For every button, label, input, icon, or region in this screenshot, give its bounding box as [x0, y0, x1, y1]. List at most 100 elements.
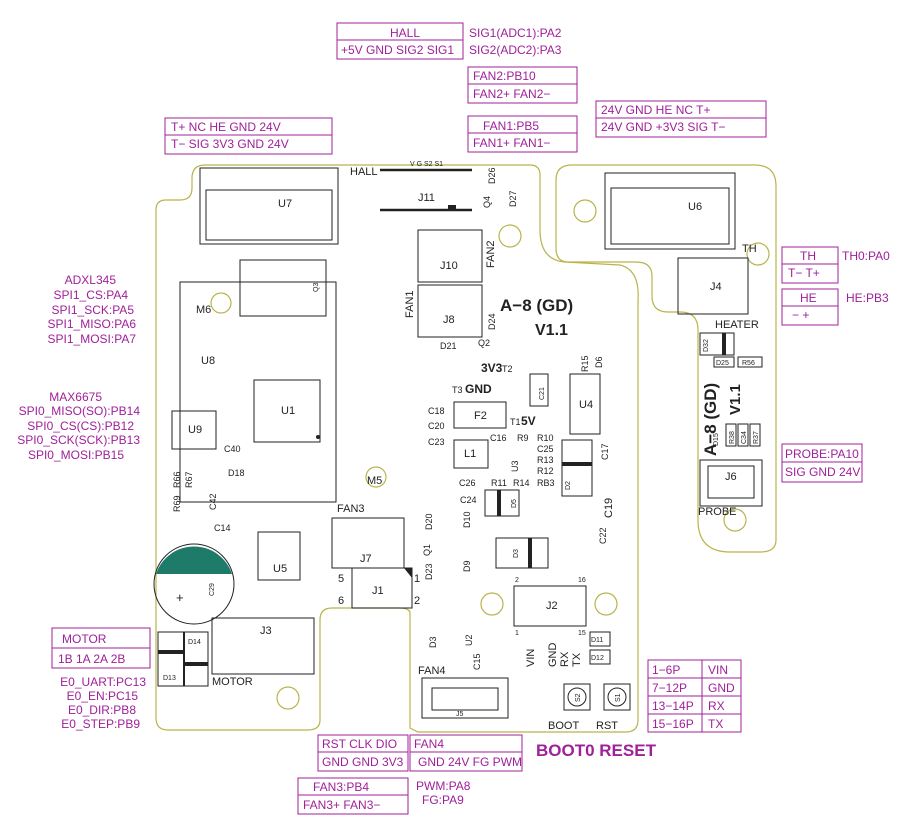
svg-text:C22: C22 [598, 527, 608, 544]
svg-text:C20: C20 [428, 421, 445, 431]
svg-text:FAN2+ FAN2−: FAN2+ FAN2− [473, 87, 550, 101]
svg-text:R12: R12 [537, 466, 554, 476]
svg-text:SPI1_SCK:PA5: SPI1_SCK:PA5 [52, 303, 135, 317]
svg-text:U6: U6 [688, 201, 702, 213]
svg-text:C23: C23 [428, 437, 445, 447]
svg-text:GND 24V FG PWM: GND 24V FG PWM [418, 755, 522, 769]
c21-capacitor: C21 [529, 373, 549, 407]
svg-text:E0_DIR:PB8: E0_DIR:PB8 [68, 703, 136, 717]
svg-text:C19: C19 [603, 498, 615, 518]
hall-silk: HALL [350, 166, 378, 178]
hall-label-box: HALL +5V GND SIG2 SIG1 [336, 22, 464, 60]
svg-text:R14: R14 [513, 478, 530, 488]
he-label-box: HE − + [781, 288, 839, 326]
th-label-box: TH T− T+ [781, 246, 839, 284]
mount-hole [210, 292, 232, 314]
u7-label-box: T+ NC HE GND 24V T− SIG 3V3 GND 24V [164, 117, 333, 155]
svg-text:R11: R11 [491, 478, 507, 488]
u5-chip: U5 [257, 531, 301, 581]
svg-text:FAN3+ FAN3−: FAN3+ FAN3− [303, 798, 380, 812]
fan4-pwm-note: PWM:PA8 [416, 779, 471, 793]
svg-text:PROBE:PA10: PROBE:PA10 [785, 447, 859, 461]
svg-text:T− T+: T− T+ [788, 266, 820, 280]
svg-text:J3: J3 [260, 625, 272, 637]
svg-text:7−12P: 7−12P [652, 681, 687, 695]
rail-gnd: GND [465, 382, 492, 396]
svg-text:1−6P: 1−6P [652, 663, 680, 677]
svg-text:C15: C15 [472, 653, 482, 670]
f2-fuse: F2 [453, 401, 507, 429]
tx-silk: TX [571, 652, 583, 667]
j2-pinout-table: 1−6P VIN 7−12P GND 13−14P RX 15−16P TX [647, 659, 742, 733]
boot-button[interactable]: S2 [563, 683, 591, 711]
svg-text:E0_EN:PC15: E0_EN:PC15 [67, 689, 139, 703]
svg-text:D25: D25 [716, 360, 729, 367]
svg-text:2: 2 [414, 595, 420, 607]
small-part-labels: C40 C18 C20 C23 C16 R9 R10 C25 R13 R12 R… [172, 167, 615, 670]
svg-text:U1: U1 [281, 405, 295, 417]
svg-text:FAN3:PB4: FAN3:PB4 [313, 780, 369, 794]
svg-text:6: 6 [338, 595, 344, 607]
probe-silk: PROBE [698, 506, 737, 518]
sub-board-outline [555, 164, 777, 553]
svg-text:SIG GND 24V: SIG GND 24V [785, 465, 860, 479]
svg-text:D5: D5 [511, 499, 518, 508]
j2-header: J2 2 16 1 15 [513, 577, 587, 637]
svg-text:T1: T1 [510, 417, 521, 427]
svg-text:SPI0_CS(CS):PB12: SPI0_CS(CS):PB12 [27, 419, 134, 433]
svg-text:FAN1:PB5: FAN1:PB5 [483, 119, 539, 133]
gnd-silk: GND [547, 643, 559, 668]
svg-text:D27: D27 [508, 190, 518, 207]
svg-text:D24: D24 [487, 313, 497, 330]
fan3-label-box: FAN3:PB4 FAN3+ FAN3− [297, 777, 409, 815]
svg-text:+: + [176, 590, 184, 605]
svg-text:1: 1 [515, 630, 519, 637]
svg-text:C14: C14 [214, 523, 231, 533]
svg-text:TX: TX [708, 717, 723, 731]
fan1-silk: FAN1 [404, 290, 416, 318]
svg-text:D15: D15 [713, 433, 720, 446]
svg-text:U9: U9 [188, 424, 202, 436]
svg-text:R38: R38 [729, 431, 736, 444]
j5-fan4-connector: J5 [421, 677, 509, 719]
svg-text:J7: J7 [360, 553, 372, 565]
svg-text:C26: C26 [459, 478, 476, 488]
svg-text:E0_UART:PC13: E0_UART:PC13 [60, 675, 146, 689]
svg-text:D11: D11 [591, 637, 603, 644]
svg-text:M5: M5 [367, 475, 382, 487]
svg-text:D21: D21 [440, 341, 457, 351]
svg-text:D13: D13 [163, 675, 176, 682]
svg-text:R66: R66 [172, 471, 182, 488]
sub-board-version: V1.1 [727, 384, 744, 415]
svg-text:Q1: Q1 [422, 544, 432, 556]
board-version: V1.1 [535, 322, 568, 339]
svg-text:C25: C25 [537, 444, 554, 454]
svg-text:T3: T3 [452, 385, 463, 395]
mount-hole [276, 686, 300, 710]
svg-text:+5V GND SIG2 SIG1: +5V GND SIG2 SIG1 [341, 43, 454, 57]
m6-adxl345-module: M6 [179, 281, 337, 503]
svg-text:VIN: VIN [708, 663, 728, 677]
svg-text:Q4: Q4 [482, 196, 492, 208]
swd-label-box: RST CLK DIO GND GND 3V3 [317, 734, 409, 772]
motor-silk: MOTOR [212, 676, 253, 688]
j3-motor-connector: J3 [211, 617, 315, 675]
d11-d12-leds: D11 D12 [589, 631, 611, 665]
svg-text:C17: C17 [600, 443, 610, 460]
svg-text:E0_STEP:PB9: E0_STEP:PB9 [61, 717, 140, 731]
svg-text:J6: J6 [725, 471, 737, 483]
svg-text:T− SIG 3V3 GND 24V: T− SIG 3V3 GND 24V [171, 137, 289, 151]
u1-mcu: U1 [253, 379, 321, 443]
u6-label-box: 24V GND HE NC T+ 24V GND +3V3 SIG T− [595, 100, 767, 138]
mount-hole [498, 224, 522, 248]
svg-text:SPI0_MOSI:PB15: SPI0_MOSI:PB15 [28, 448, 124, 462]
heater-components: D32 D25 R56 [699, 332, 763, 368]
reset-button[interactable]: S1 [603, 683, 631, 711]
m5-module: M5 [367, 475, 382, 487]
svg-text:TH: TH [800, 249, 816, 263]
svg-text:SPI1_CS:PA4: SPI1_CS:PA4 [54, 288, 129, 302]
mount-hole [480, 592, 504, 616]
j10-fan2-connector: J10 [417, 229, 483, 283]
u6-connector: U6 [604, 172, 736, 250]
rx-silk: RX [559, 651, 571, 667]
